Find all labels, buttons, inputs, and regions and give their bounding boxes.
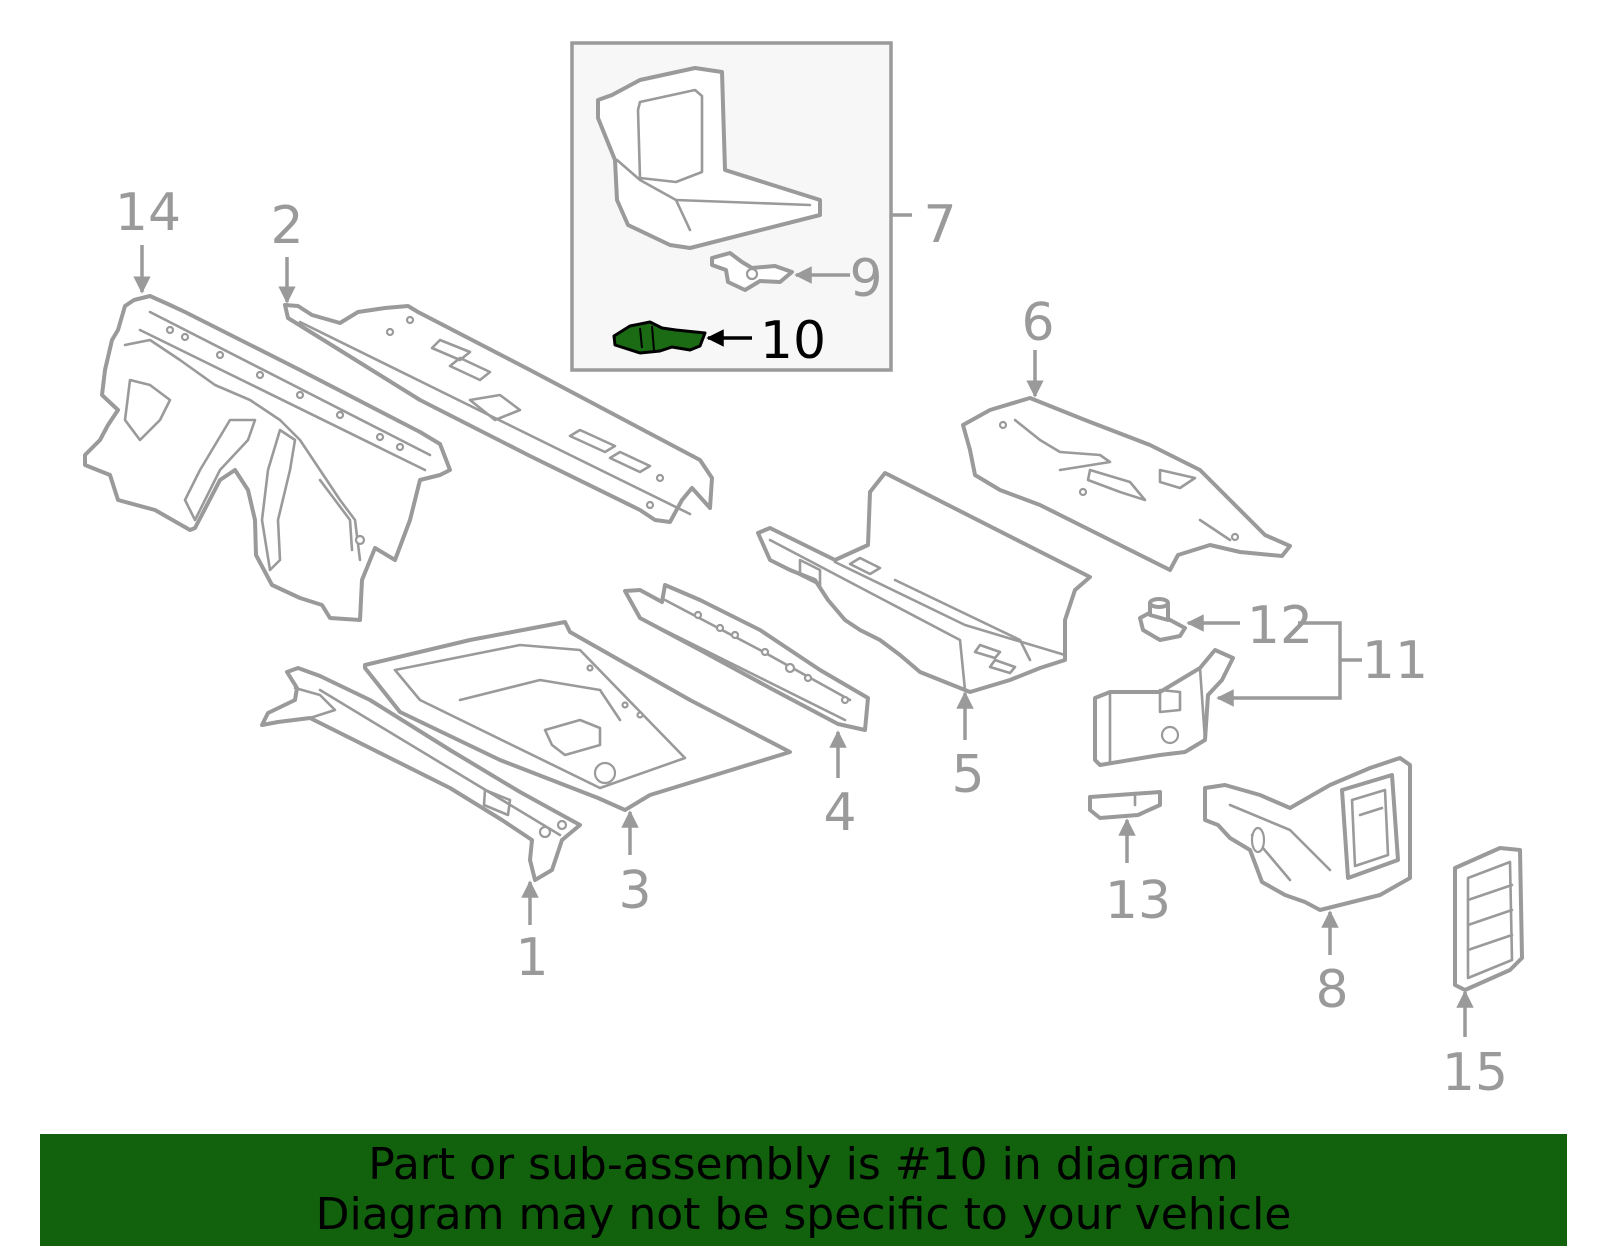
part-2-crossmember[interactable] — [283, 303, 714, 524]
part-13-bracket[interactable] — [1088, 790, 1162, 820]
callout-7: 7 — [923, 195, 956, 255]
part-14-panel[interactable] — [83, 294, 452, 622]
part-7-tray[interactable] — [596, 66, 822, 250]
part-9-bracket[interactable] — [710, 251, 794, 292]
callout-8: 8 — [1315, 960, 1348, 1020]
callout-2: 2 — [270, 196, 303, 256]
callout-12: 12 — [1247, 596, 1313, 656]
callout-9: 9 — [849, 249, 882, 309]
banner-line-disclaimer: Diagram may not be specific to your vehi… — [315, 1189, 1292, 1240]
callout-15: 15 — [1442, 1043, 1508, 1103]
part-3-floor-pan[interactable] — [363, 620, 792, 812]
part-1-side-rail[interactable] — [260, 666, 582, 882]
callout-6: 6 — [1021, 293, 1054, 353]
callout-5: 5 — [951, 745, 984, 805]
callout-13: 13 — [1105, 871, 1171, 931]
part-10-bracket-highlighted[interactable] — [612, 320, 707, 355]
callout-4: 4 — [823, 783, 856, 843]
callout-11: 11 — [1362, 631, 1428, 691]
callout-1: 1 — [515, 928, 548, 988]
callout-10: 10 — [760, 311, 826, 371]
leader-lines — [133, 213, 1474, 1037]
part-6-rear-shelf[interactable] — [961, 396, 1292, 572]
banner-line-part: Part or sub-assembly is #10 in diagram — [368, 1139, 1239, 1190]
part-15-vent[interactable] — [1453, 846, 1524, 992]
part-12-clip[interactable] — [1138, 597, 1187, 642]
info-banner: Part or sub-assembly is #10 in diagram D… — [40, 1134, 1567, 1246]
callout-3: 3 — [618, 861, 651, 921]
part-5-trunk-floor[interactable] — [756, 471, 1092, 694]
part-11-bracket[interactable] — [1093, 648, 1235, 767]
callout-labels: 14 2 7 9 10 6 12 11 5 4 3 1 13 8 15 — [115, 183, 1508, 1103]
part-8-quarter-panel[interactable] — [1203, 756, 1412, 912]
part-4-crossmember[interactable] — [623, 583, 870, 732]
callout-14: 14 — [115, 183, 181, 243]
